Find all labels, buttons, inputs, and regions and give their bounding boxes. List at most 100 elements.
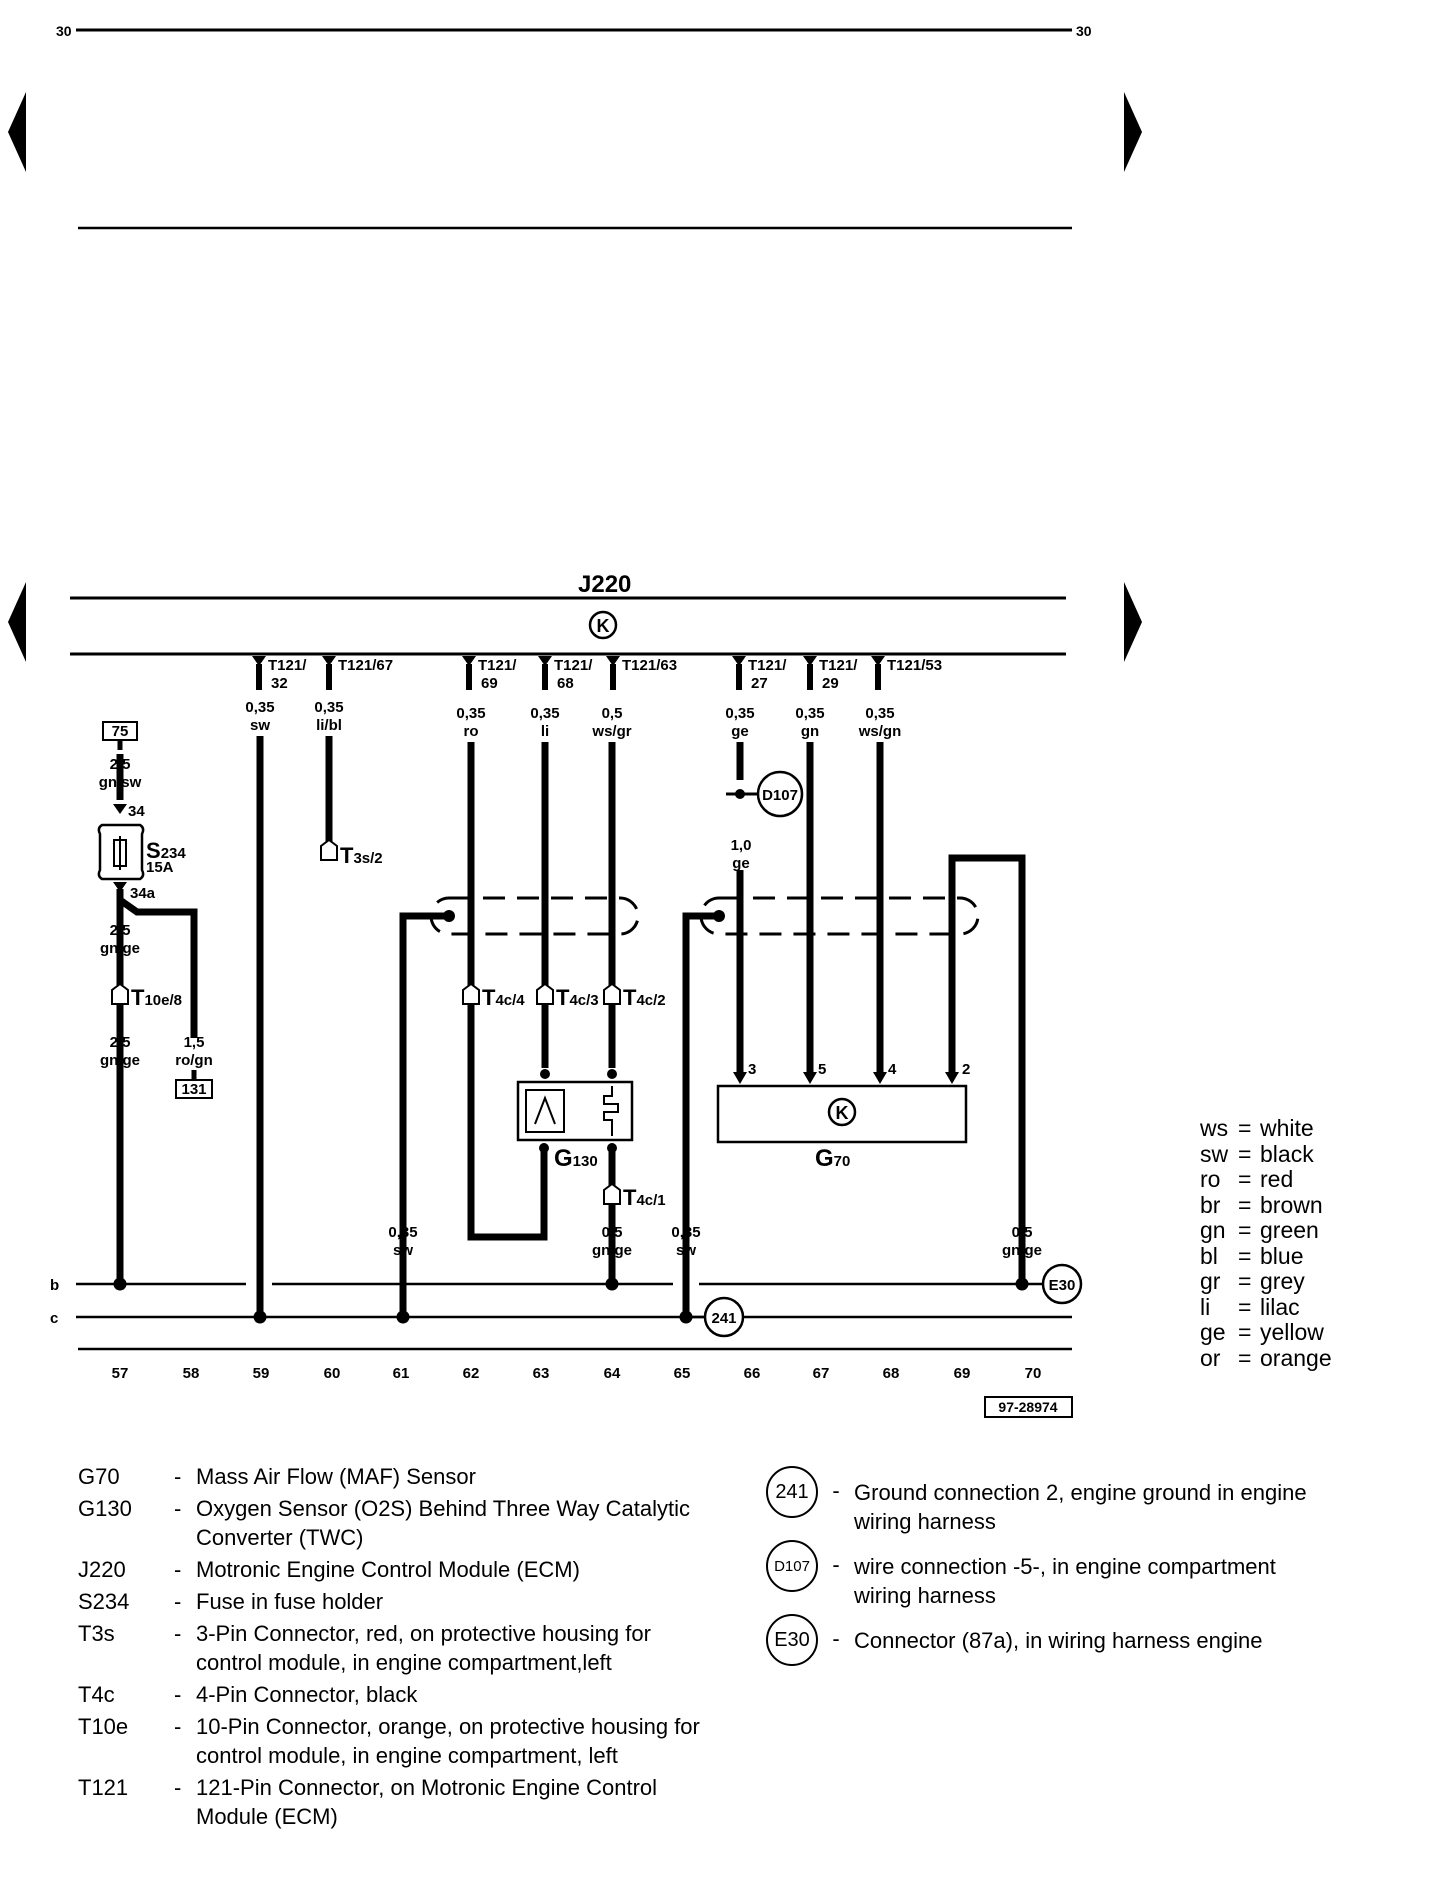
legend-row: T10e-10-Pin Connector, orange, on protec… [78, 1714, 700, 1768]
wire-size: 0,35 [725, 705, 754, 722]
wire-size: 1,5 [184, 1034, 205, 1051]
fuse-pin-in: 34 [128, 803, 145, 820]
legend-row: S234-Fuse in fuse holder [78, 1589, 384, 1614]
wire-size: 0,35 [245, 699, 274, 716]
fuse-rating: 15A [146, 859, 174, 876]
prev-page-arrow-top[interactable] [8, 92, 26, 172]
wire-size: 0,35 [795, 705, 824, 722]
e30-label: E30 [1049, 1277, 1076, 1294]
wire-58 [117, 897, 198, 1038]
terminal-131-box [175, 1079, 213, 1099]
d107-label: D107 [762, 787, 798, 804]
ecm-control-symbol-icon [588, 610, 618, 640]
wire-color: ge [732, 855, 750, 872]
color-legend-row: sw=black [1200, 1140, 1314, 1167]
wire-color: ro [464, 723, 479, 740]
terminal-131-label: 131 [181, 1081, 206, 1098]
track-number: 65 [674, 1365, 691, 1382]
image-code: 97-28974 [998, 1399, 1057, 1415]
page-number-right: 30 [1076, 23, 1092, 39]
maf-control-symbol-letter: K [836, 1103, 849, 1123]
connector-labels: T3s/2 T10e/8 T4c/4 T4c/3 T4c/2 T4c/1 [131, 843, 666, 1210]
track-numbers: 57 58 59 60 61 62 63 64 65 66 67 68 69 7… [112, 1365, 1042, 1382]
connector-t4c4-label: T4c/4 [482, 985, 525, 1010]
connector-t4c2-icon [603, 982, 621, 1005]
connector-t10e8-icon [111, 982, 129, 1005]
track-number: 66 [744, 1365, 761, 1382]
wire-labels: 0,35 sw 0,35 li/bl 0,35 ro 0,35 li 0,5 w… [99, 699, 1042, 1259]
fuse-pin-in-arrow-icon [113, 804, 127, 814]
wire-size: 0,35 [456, 705, 485, 722]
track-number: 62 [463, 1365, 480, 1382]
ground-241-label: 241 [711, 1310, 736, 1327]
svg-text:3: 3 [748, 1061, 756, 1078]
shield-junction-right [713, 910, 725, 922]
pin-sub-32: 32 [271, 675, 288, 692]
track-number: 57 [112, 1365, 129, 1382]
svg-text:4: 4 [888, 1061, 897, 1078]
shield-loop-left [429, 896, 640, 936]
d107-circle-icon [756, 770, 804, 818]
color-legend-row: ge=yellow [1200, 1319, 1324, 1345]
pin-label-32: T121/ [268, 657, 307, 674]
wire-color: ro/gn [175, 1052, 213, 1069]
color-legend-row: ro=red [1200, 1166, 1294, 1192]
wire-color: sw [250, 717, 270, 734]
o2s-heater-icon [603, 1086, 619, 1136]
pin-label-29: T121/ [819, 657, 858, 674]
legend-row: G70-Mass Air Flow (MAF) Sensor [78, 1464, 476, 1489]
pin-label-68: T121/ [554, 657, 593, 674]
track-number: 63 [533, 1365, 550, 1382]
o2s-sensor-icon [525, 1089, 565, 1133]
track-number: 61 [393, 1365, 410, 1382]
o2s-pin-dot [607, 1069, 617, 1079]
color-legend-row: ws=white [1200, 1115, 1314, 1141]
wire-color: ws/gn [858, 723, 902, 740]
legend-row: T3s-3-Pin Connector, red, on protective … [78, 1621, 651, 1675]
pin-label-63: T121/63 [622, 657, 677, 674]
connector-t4c1-label: T4c/1 [623, 1185, 666, 1210]
maf-control-symbol-icon [827, 1097, 857, 1127]
wire-color: gn [801, 723, 819, 740]
wire-size: 0,35 [314, 699, 343, 716]
fuse-name: S234 [146, 838, 186, 863]
shields [429, 896, 980, 936]
track-number: 68 [883, 1365, 900, 1382]
wire-70 [948, 854, 1026, 1284]
color-legend-row: gn=green [1200, 1217, 1319, 1243]
prev-page-arrow-bottom[interactable] [8, 582, 26, 662]
bus-junctions [113, 1277, 1029, 1324]
ground-241-legend-icon: 241 [766, 1466, 818, 1518]
track-number: 69 [954, 1365, 971, 1382]
legend-row: G130-Oxygen Sensor (O2S) Behind Three Wa… [78, 1496, 690, 1550]
next-page-arrow-top[interactable] [1124, 92, 1142, 172]
color-legend-row: br=brown [1200, 1191, 1323, 1218]
pin-label-53: T121/53 [887, 657, 942, 674]
e30-circle-icon [1041, 1263, 1083, 1305]
ecm-control-symbol-letter: K [597, 616, 610, 636]
ground-legend-row: D107 - wire connection -5-, in engine co… [766, 1540, 1314, 1610]
bus-label-c: c [50, 1310, 58, 1327]
svg-text:5: 5 [818, 1061, 826, 1078]
bus-label-b: b [50, 1277, 59, 1294]
wires [116, 736, 1026, 1317]
maf-label: G70 [815, 1145, 850, 1172]
o2s-lambda-icon [534, 1095, 556, 1125]
legend-row: T4c-4-Pin Connector, black [78, 1682, 418, 1707]
wire-size: 1,0 [731, 837, 752, 854]
wire-61 [399, 912, 449, 1317]
image-code-box [984, 1396, 1073, 1418]
wire-size: 0,35 [530, 705, 559, 722]
connector-t4c4-icon [462, 982, 480, 1005]
connector-t4c2-label: T4c/2 [623, 985, 666, 1010]
maf-pin-arrows [733, 1072, 959, 1084]
connector-t4c3-icon [536, 982, 554, 1005]
o2s-pin-dot [539, 1143, 549, 1153]
connector-t4c1-icon [603, 1182, 621, 1205]
ground-legend-row: E30 - Connector (87a), in wiring harness… [766, 1614, 1314, 1666]
wire-65 [682, 912, 719, 1317]
fuse-holder-icon [97, 823, 145, 881]
next-page-arrow-bottom[interactable] [1124, 582, 1142, 662]
wire-color: ge [731, 723, 749, 740]
connector-symbols [111, 838, 621, 1205]
